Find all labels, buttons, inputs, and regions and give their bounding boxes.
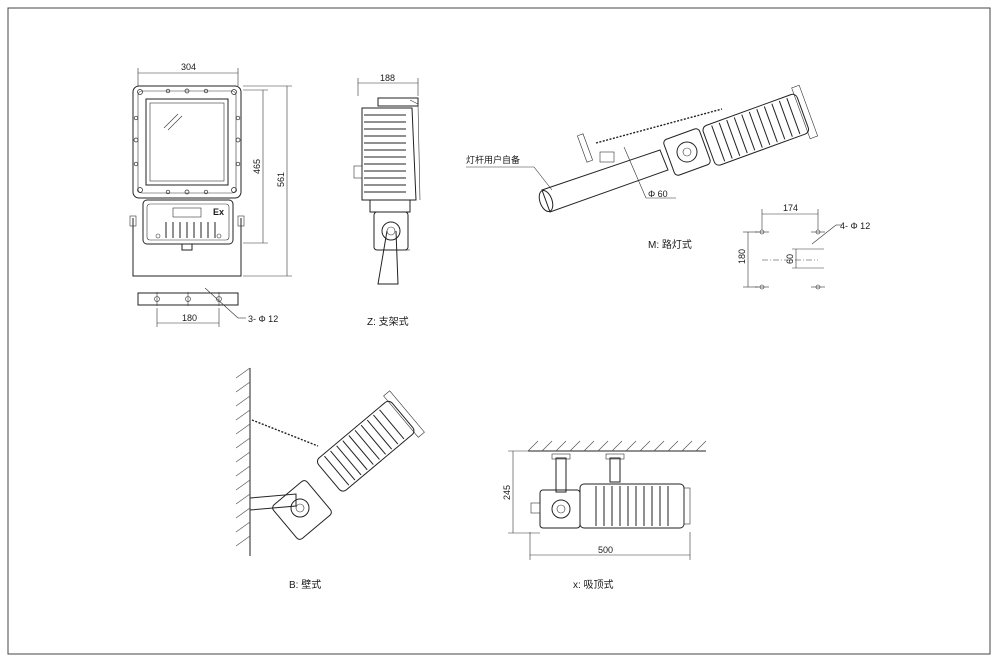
dim-bracket-holes: 3- Φ 12 — [248, 314, 278, 324]
pole-note: 灯杆用户自备 — [466, 154, 520, 165]
front-housing — [132, 85, 242, 199]
pole-view: 灯杆用户自备 Φ 60 M: 路灯式 — [466, 84, 819, 251]
dim-front-height-total: 561 — [276, 172, 286, 187]
wall-view: B: 壁式 — [235, 367, 425, 591]
pole-gearbox — [663, 128, 711, 176]
caption-wall: B: 壁式 — [289, 578, 321, 591]
front-view: Ex 304 465 561 — [129, 62, 292, 327]
dim-flange-holes: 4- Φ 12 — [840, 221, 870, 231]
pole-lamp-body — [702, 93, 810, 166]
side-view: 188 Z: 支架式 — [353, 73, 421, 328]
side-gearbox — [373, 211, 409, 251]
front-bracket — [132, 218, 242, 277]
wall-gearbox — [272, 480, 332, 540]
side-bracket-arm — [377, 230, 399, 285]
dim-flange-width: 174 — [783, 203, 798, 213]
caption-ceiling: x: 吸顶式 — [573, 578, 614, 591]
wall-lamp-body — [316, 400, 415, 492]
wall-arm — [249, 493, 297, 511]
dim-bracket-spacing: 180 — [182, 313, 197, 323]
dim-ceiling-height: 245 — [502, 485, 512, 500]
caption-bracket: Z: 支架式 — [367, 315, 409, 328]
dim-side-width: 188 — [380, 73, 395, 83]
dim-flange-height: 180 — [737, 249, 747, 264]
ex-badge: Ex — [213, 207, 224, 217]
dim-pole-diameter: Φ 60 — [648, 189, 668, 199]
flange-detail: 174 180 60 4- Φ 12 — [737, 203, 870, 290]
ceiling-gearbox — [539, 489, 581, 529]
pole — [541, 149, 669, 213]
front-glass — [145, 98, 229, 186]
ceiling-view: 245 500 x: 吸顶式 — [502, 440, 707, 591]
dim-flange-offset: 60 — [785, 254, 795, 264]
caption-pole: M: 路灯式 — [648, 238, 692, 251]
dim-front-height-inner: 465 — [252, 159, 262, 174]
sheet-frame — [7, 7, 991, 655]
dim-front-width: 304 — [181, 62, 196, 72]
dim-ceiling-length: 500 — [598, 545, 613, 555]
